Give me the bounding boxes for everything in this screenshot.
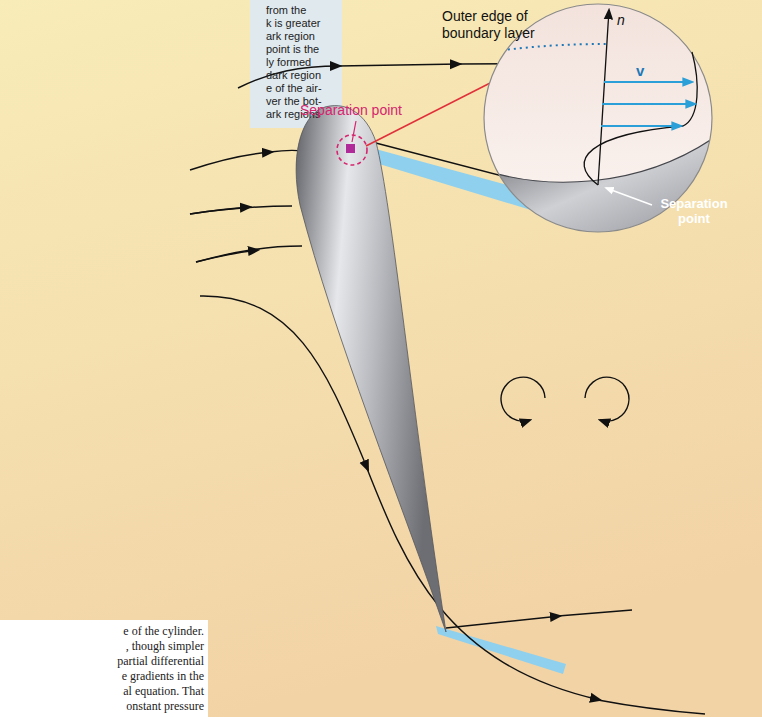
normal-axis xyxy=(598,10,609,185)
axis-label: n xyxy=(617,12,625,29)
airfoil xyxy=(296,106,446,632)
leader-line xyxy=(352,121,356,142)
page-text-fragment: onstant pressure xyxy=(126,699,204,713)
separation-dot xyxy=(346,144,355,153)
page-text-fragment: ly formed xyxy=(266,56,311,69)
velocity-profile xyxy=(584,52,697,185)
text-panel xyxy=(0,620,208,717)
velocity-arrow xyxy=(601,82,695,126)
page-text-fragment: dark region xyxy=(266,69,321,82)
page-text-fragment: e of the cylinder. xyxy=(123,624,204,638)
leader-line xyxy=(606,188,652,205)
wake xyxy=(436,626,566,674)
page-text-fragment: e of the air- xyxy=(266,82,322,95)
page-text-fragment: ark region xyxy=(266,30,315,43)
page-text-fragment: partial differential xyxy=(117,654,204,668)
separation-label: Separation point xyxy=(300,102,402,119)
page-text-fragment: , though simpler xyxy=(126,639,204,653)
page-text-fragment: k is greater xyxy=(266,17,320,30)
vortex xyxy=(501,377,629,421)
separation-label: Separation point xyxy=(654,196,734,226)
page-text-fragment: from the xyxy=(266,4,306,17)
boundary-layer-label: Outer edge of boundary layer xyxy=(442,8,562,42)
page-text-fragment: e gradients in the xyxy=(122,669,204,683)
page-text-fragment: point is the xyxy=(266,43,319,56)
page-text-fragment: al equation. That xyxy=(123,684,204,698)
velocity-label: v xyxy=(636,62,644,80)
